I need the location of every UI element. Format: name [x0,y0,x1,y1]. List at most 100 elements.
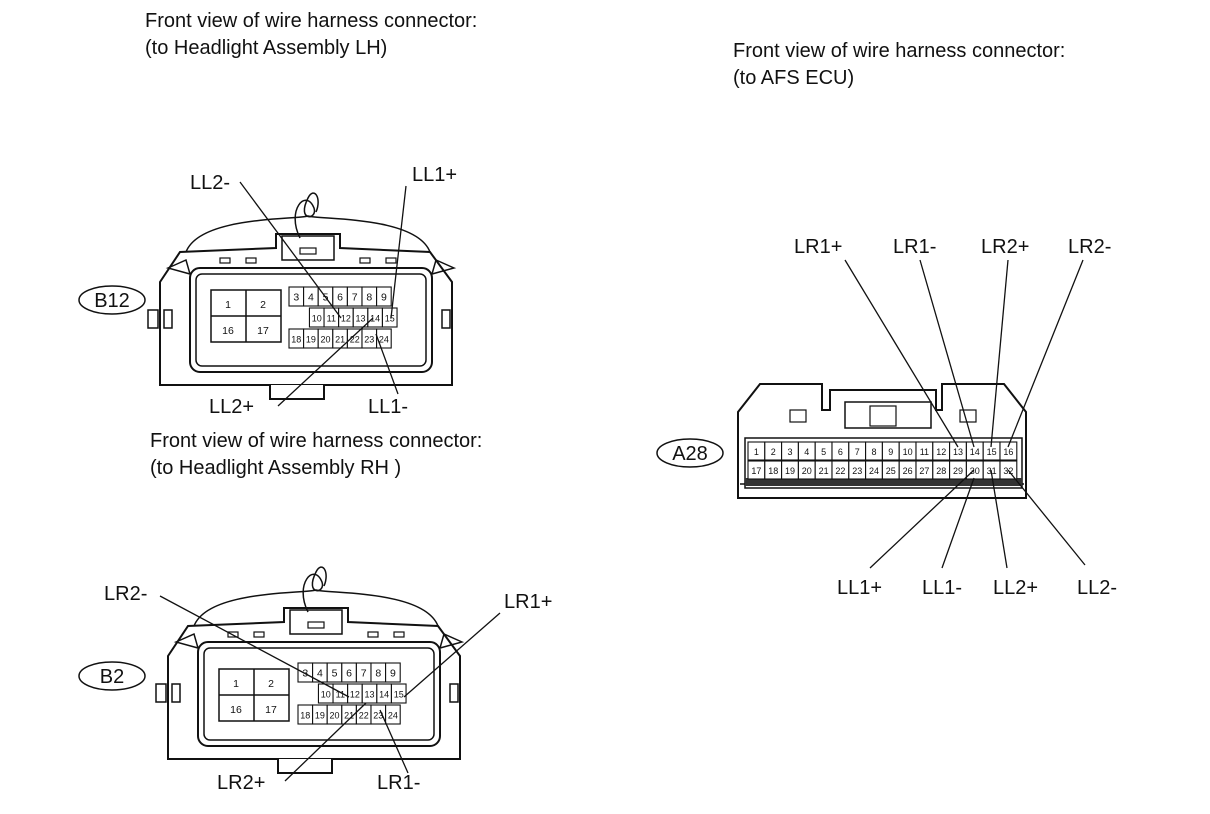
b12-connector-id: B12 [94,290,130,312]
a28-wire-ll2-plus: LL2+ [993,577,1038,599]
pin-label: 8 [375,668,381,680]
pin-label: 10 [312,314,322,324]
pin-label: 11 [920,447,929,457]
pin-label: 4 [308,292,314,304]
pin-label: 23 [373,711,383,721]
pin-label: 9 [390,668,396,680]
caption-lh: Front view of wire harness connector: (t… [145,8,477,62]
pin-cell [385,662,401,683]
pin-label: 18 [768,466,778,476]
pin-label: 21 [344,711,354,721]
pin-label: 21 [819,466,829,476]
b2-wire-lr2-minus: LR2- [104,583,147,605]
pin-label: 26 [903,466,913,476]
b12-pin-label: 17 [257,325,269,337]
pin-label: 3 [293,292,299,304]
b12-pin-label: 1 [225,299,231,311]
b12-big-pins: 1 2 16 17 [222,299,269,337]
b2-pin-label: 16 [230,704,242,716]
pin-label: 9 [381,292,387,304]
pin-label: 30 [970,466,980,476]
pin-label: 24 [379,335,389,345]
a28-wire-lr1-minus: LR1- [893,236,936,258]
a28-wire-lr1-plus: LR1+ [794,236,842,258]
b2-wire-lr2-plus: LR2+ [217,772,265,794]
pin-label: 3 [787,447,792,457]
pin-cell [376,286,392,307]
pin-label: 18 [300,711,310,721]
pin-cell [999,441,1018,461]
a28-wire-ll2-minus: LL2- [1077,577,1117,599]
pin-label: 22 [835,466,845,476]
a28-wire-lr2-plus: LR2+ [981,236,1029,258]
pin-label: 18 [291,335,301,345]
b12-wire-ll2-minus: LL2- [190,172,230,194]
pin-label: 2 [771,447,776,457]
pin-label: 27 [919,466,929,476]
pin-label: 20 [320,335,330,345]
pin-label: 6 [337,292,343,304]
pin-label: 22 [359,711,369,721]
pin-label: 29 [953,466,963,476]
pin-label: 14 [370,314,380,324]
pin-label: 8 [871,447,876,457]
pin-label: 24 [388,711,398,721]
pin-label: 17 [751,466,761,476]
pin-label: 19 [785,466,795,476]
pin-label: 24 [869,466,879,476]
pin-label: 8 [366,292,372,304]
b2-wire-lr1-minus: LR1- [377,772,420,794]
a28-connector-id: A28 [672,443,708,465]
b2-pin-label: 1 [233,678,239,690]
pin-label: 20 [329,711,339,721]
b2-pin-label: 17 [265,704,277,716]
caption-lh-line1: Front view of wire harness connector: [145,10,478,32]
pin-label: 23 [364,335,374,345]
pin-label: 10 [321,690,331,700]
pin-label: 13 [953,447,963,457]
pin-cell [385,704,401,725]
pin-cell [376,328,392,349]
pin-label: 6 [838,447,843,457]
pin-label: 12 [936,447,946,457]
caption-ecu: Front view of wire harness connector: (t… [733,38,1065,92]
b2-pin-label: 2 [268,678,274,690]
caption-rh-line1: Front view of wire harness connector: [150,430,483,452]
pin-label: 15 [987,447,997,457]
b12-pin-label: 16 [222,325,234,337]
b12-wire-ll1-minus: LL1- [368,396,408,418]
pin-label: 5 [821,447,826,457]
pin-label: 11 [336,690,345,700]
b12-pin-label: 2 [260,299,266,311]
pin-label: 16 [1003,447,1013,457]
pin-label: 11 [327,314,336,324]
caption-rh: Front view of wire harness connector: (t… [150,428,482,482]
pin-label: 5 [332,668,338,680]
b12-wire-ll2-plus: LL2+ [209,396,254,418]
caption-ecu-line2: (to AFS ECU) [733,67,855,89]
a28-wire-lr2-minus: LR2- [1068,236,1111,258]
b2-wire-lr1-plus: LR1+ [504,591,552,613]
pin-label: 12 [350,690,360,700]
pin-label: 23 [852,466,862,476]
pin-label: 15 [385,314,395,324]
pin-label: 19 [315,711,325,721]
pin-label: 6 [346,668,352,680]
pin-label: 7 [352,292,358,304]
pin-label: 20 [802,466,812,476]
pin-label: 4 [804,447,809,457]
pin-label: 1 [754,447,759,457]
pin-label: 14 [379,690,389,700]
pin-label: 25 [886,466,896,476]
caption-lh-line2: (to Headlight Assembly LH) [145,37,388,59]
pin-label: 22 [350,335,360,345]
pin-label: 21 [335,335,345,345]
pin-cell [381,307,398,328]
b12-wire-ll1-plus: LL1+ [412,164,457,186]
pin-label: 13 [356,314,366,324]
